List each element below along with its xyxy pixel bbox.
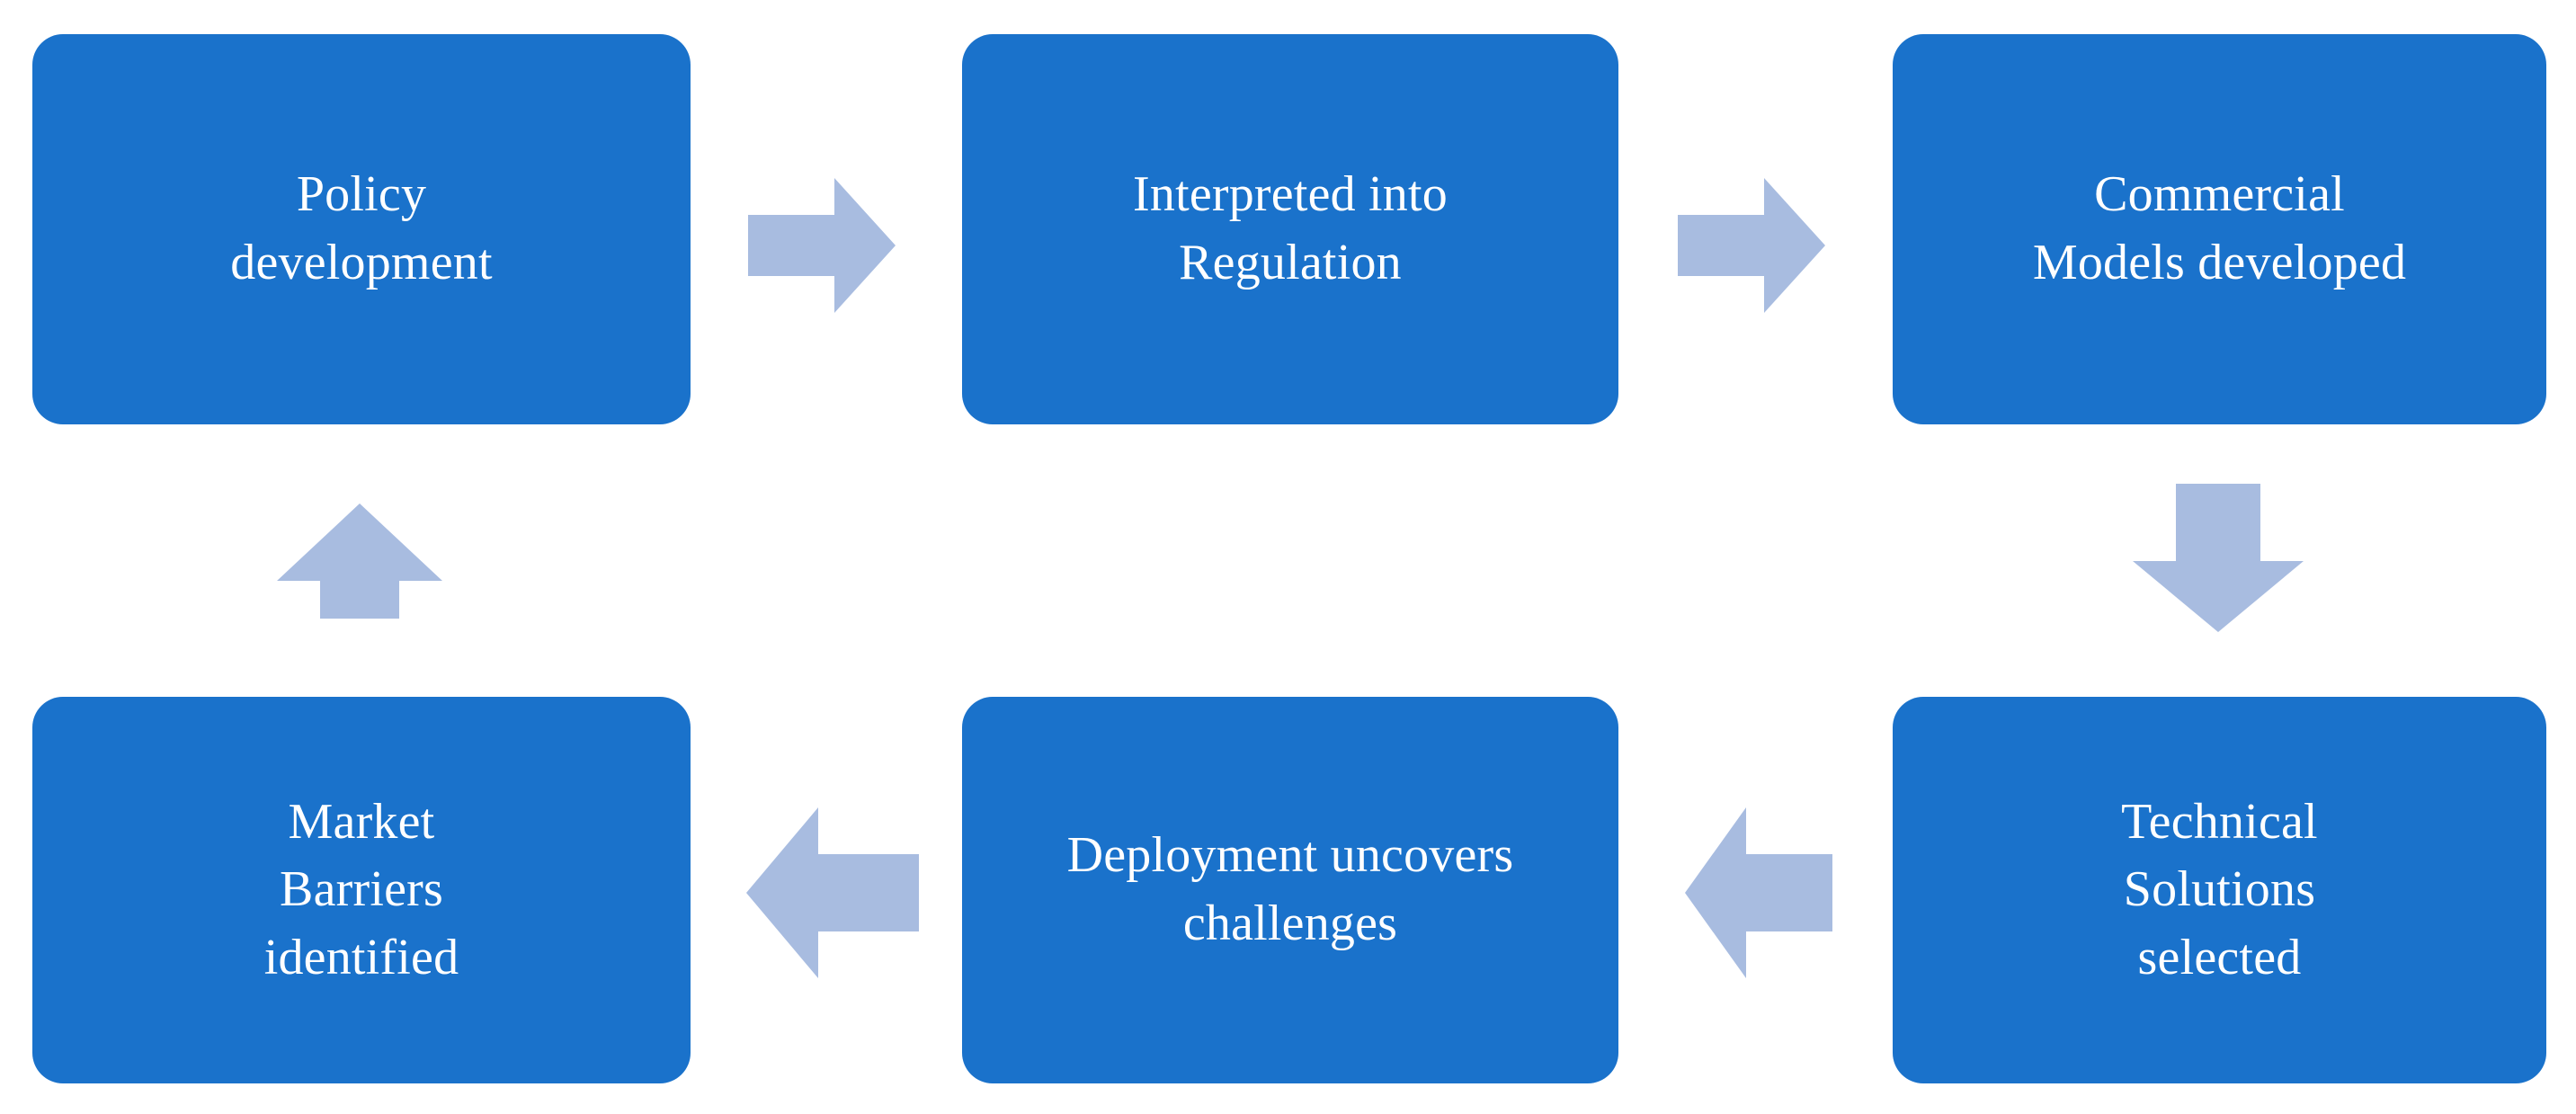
node-label: Policy development — [230, 166, 493, 290]
arrow-down-icon — [2133, 484, 2304, 632]
process-node-deployment-challenges[interactable]: Deployment uncovers challenges — [962, 697, 1618, 1083]
node-label: Commercial Models developed — [2032, 166, 2407, 290]
arrow-right-icon — [748, 178, 896, 313]
node-label: Deployment uncovers challenges — [1066, 827, 1514, 951]
node-label: Interpreted into Regulation — [1133, 166, 1448, 290]
node-label: Technical Solutions selected — [2121, 793, 2318, 985]
arrow-left-icon — [1685, 807, 1832, 978]
arrow-up-icon — [277, 504, 442, 619]
process-node-technical-solutions[interactable]: Technical Solutions selected — [1893, 697, 2546, 1083]
arrow-right-icon — [1678, 178, 1825, 313]
arrow-left-icon — [746, 807, 919, 978]
node-label: Market Barriers identified — [263, 793, 459, 985]
process-node-interpreted-regulation[interactable]: Interpreted into Regulation — [962, 34, 1618, 424]
process-node-policy-development[interactable]: Policy development — [32, 34, 691, 424]
process-node-commercial-models[interactable]: Commercial Models developed — [1893, 34, 2546, 424]
process-node-market-barriers[interactable]: Market Barriers identified — [32, 697, 691, 1083]
